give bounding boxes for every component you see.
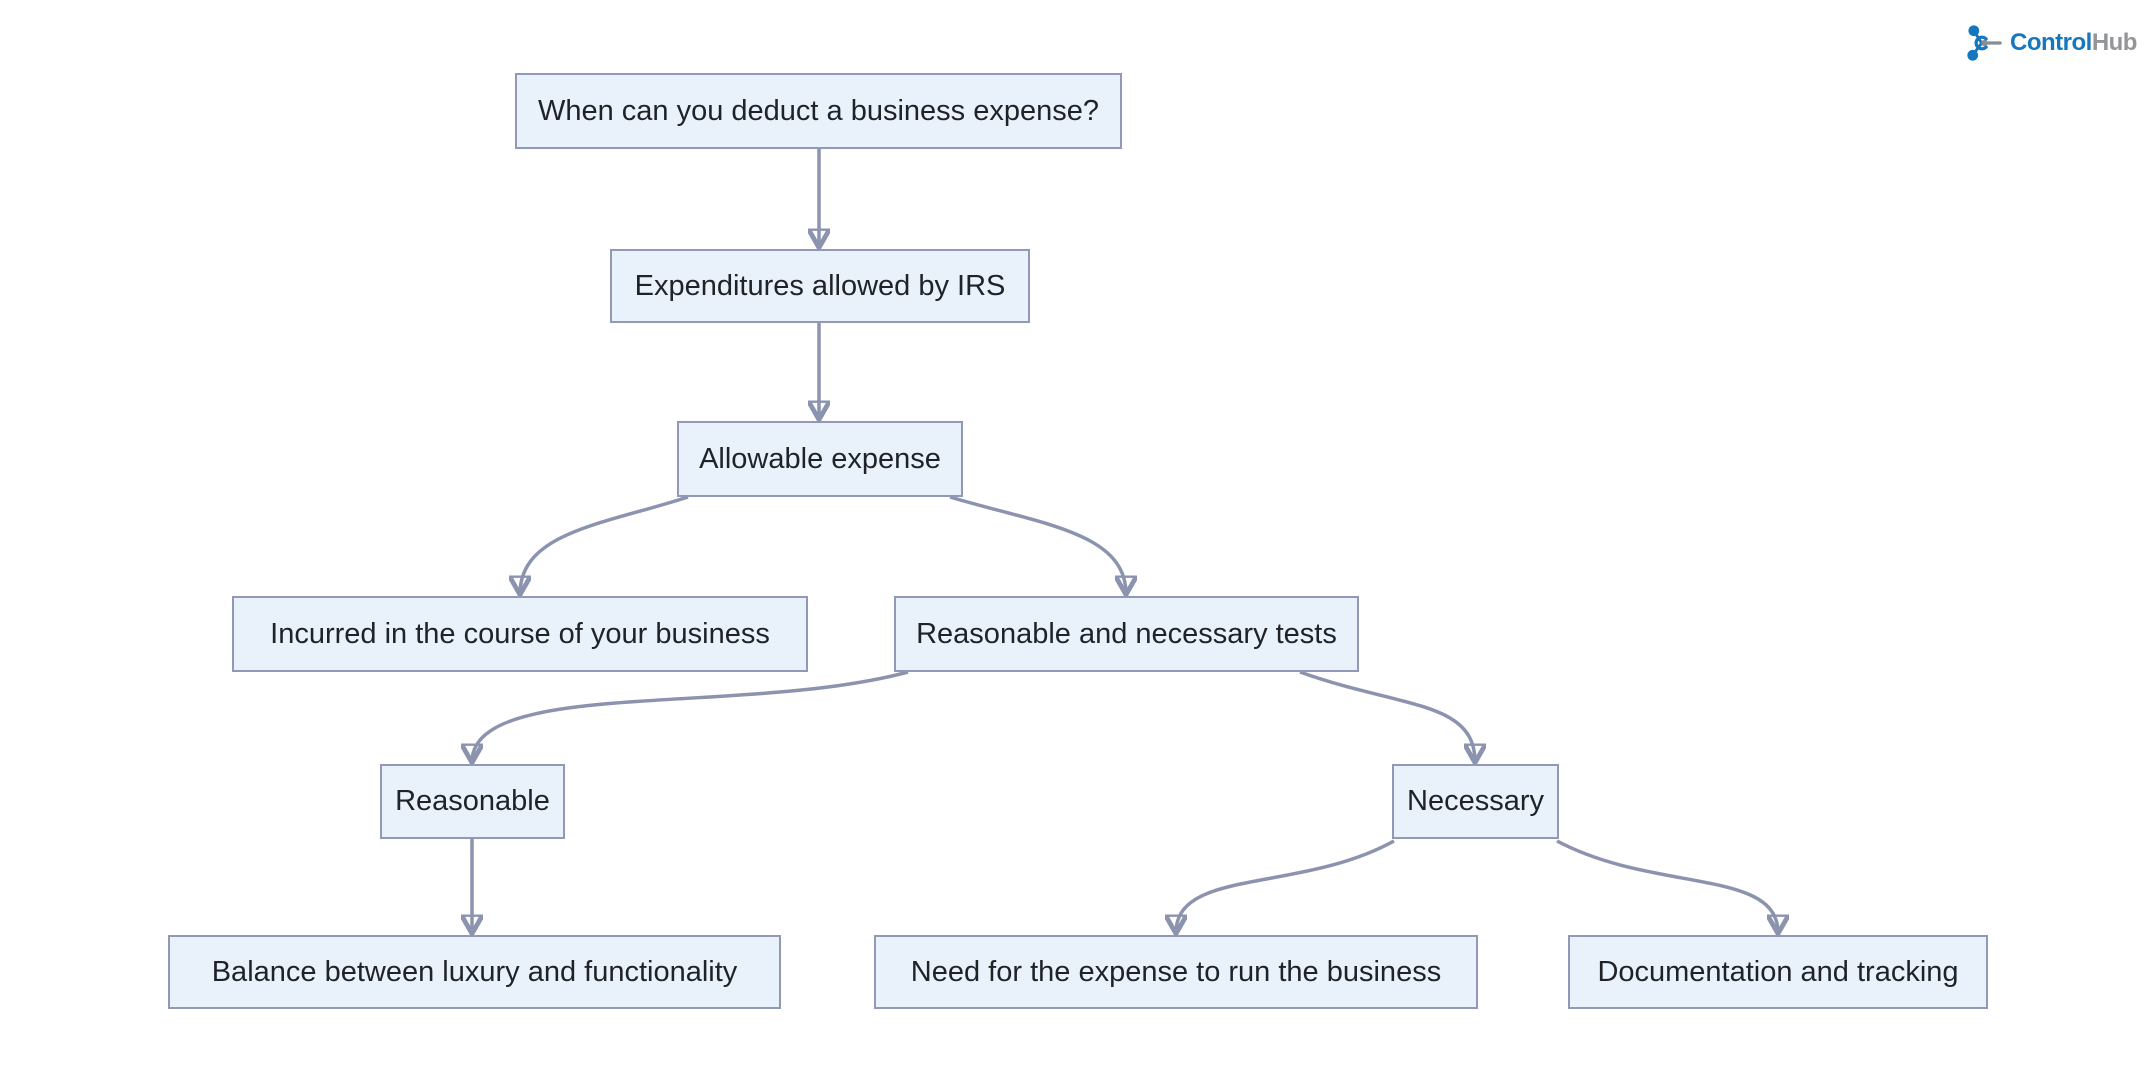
node-balance: Balance between luxury and functionality xyxy=(168,935,781,1009)
node-irs: Expenditures allowed by IRS xyxy=(610,249,1030,323)
node-label: Reasonable and necessary tests xyxy=(916,617,1337,650)
edge-allowable-to-incurred xyxy=(520,495,689,594)
brand-name-primary: Control xyxy=(2010,29,2092,56)
edge-necessary-to-need xyxy=(1176,839,1395,933)
node-necessary: Necessary xyxy=(1392,764,1559,839)
node-need: Need for the expense to run the business xyxy=(874,935,1478,1009)
brand-name: ControlHub xyxy=(2010,31,2137,55)
edge-necessary-to-documentation xyxy=(1556,839,1778,933)
node-label: When can you deduct a business expense? xyxy=(537,94,1100,127)
controlhub-logo: ControlHub xyxy=(1966,20,2137,66)
node-label: Allowable expense xyxy=(699,442,941,475)
node-label: Necessary xyxy=(1407,785,1544,817)
edge-tests-to-reasonable xyxy=(472,670,909,762)
node-tests: Reasonable and necessary tests xyxy=(894,596,1359,672)
node-label: Documentation and tracking xyxy=(1597,955,1959,988)
node-incurred: Incurred in the course of your business xyxy=(232,596,808,672)
node-label: Reasonable xyxy=(395,785,550,817)
controlhub-molecule-icon xyxy=(1967,25,2002,61)
node-documentation: Documentation and tracking xyxy=(1568,935,1988,1009)
edge-tests-to-necessary xyxy=(1299,670,1475,762)
node-allowable: Allowable expense xyxy=(677,421,963,497)
brand-name-secondary: Hub xyxy=(2091,29,2138,56)
node-label: Need for the expense to run the business xyxy=(910,955,1442,988)
edge-allowable-to-tests xyxy=(949,495,1126,594)
node-question: When can you deduct a business expense? xyxy=(515,73,1122,149)
node-label: Expenditures allowed by IRS xyxy=(634,269,1006,302)
node-label: Balance between luxury and functionality xyxy=(211,955,738,988)
node-reasonable: Reasonable xyxy=(380,764,565,839)
node-label: Incurred in the course of your business xyxy=(270,617,770,650)
